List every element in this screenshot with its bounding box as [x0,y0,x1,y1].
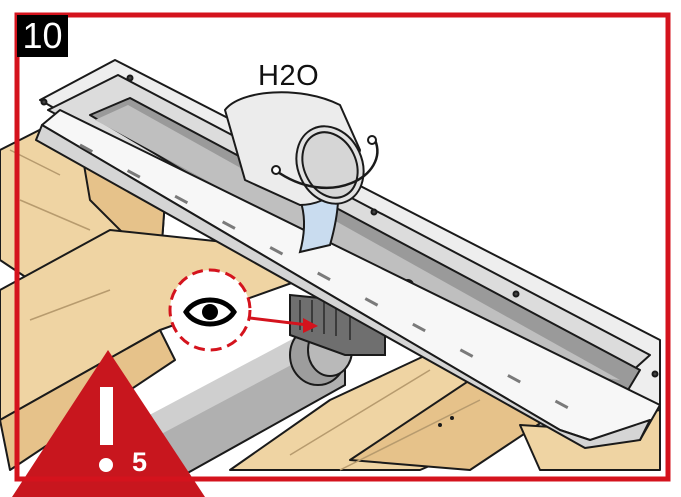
shower-channel [35,59,661,449]
eye-icon [183,297,237,327]
step-number-badge: 10 [17,15,68,57]
warning-triangle-icon [12,350,205,497]
arrow-icon [249,316,318,333]
frame-border [14,12,671,482]
bucket-icon [224,91,379,206]
warning-number: 5 [132,447,148,477]
liquid-label: H2O [258,60,320,92]
